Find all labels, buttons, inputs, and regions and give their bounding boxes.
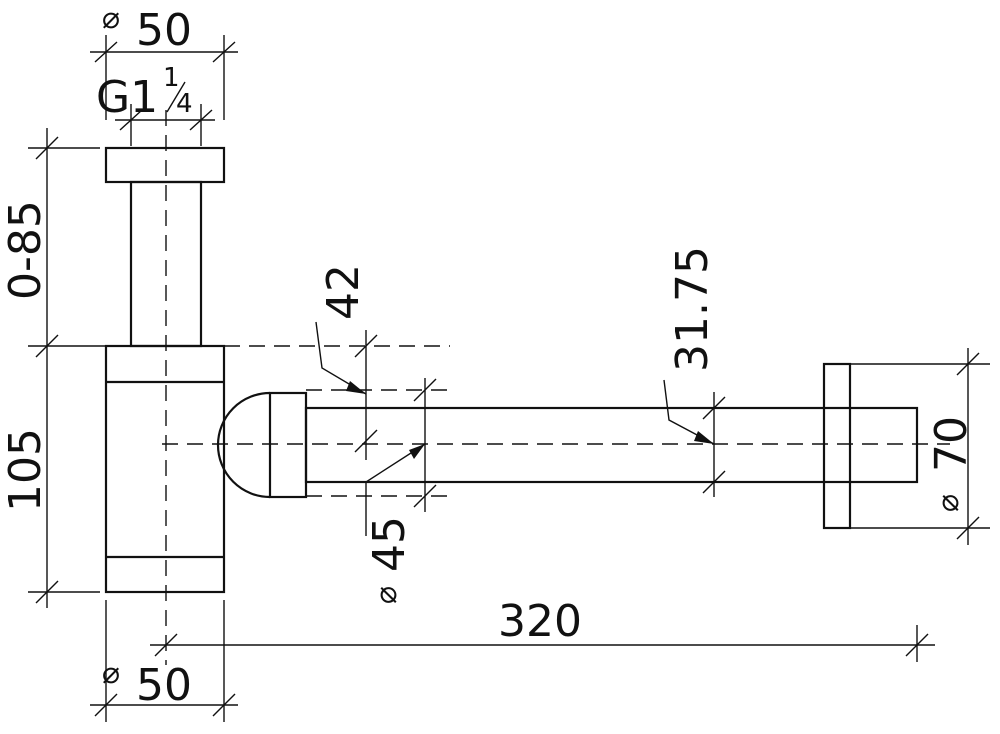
dim-top-diameter: ⌀ 50 bbox=[90, 1, 238, 120]
diameter-symbol: ⌀ bbox=[102, 1, 120, 36]
dim-thread: G1 1 4 bbox=[96, 63, 215, 146]
union-nut bbox=[268, 391, 308, 499]
outlet-dome bbox=[216, 391, 271, 499]
center-lines bbox=[162, 110, 950, 665]
top-diameter-label: 50 bbox=[136, 5, 192, 56]
diameter-symbol: ⌀ bbox=[931, 494, 966, 512]
siphon-outline bbox=[104, 146, 919, 594]
pipe-42-label: 42 bbox=[318, 264, 369, 320]
dim-bottom-diameter: ⌀ 50 bbox=[90, 600, 238, 722]
length-label: 320 bbox=[498, 596, 582, 647]
thread-label: G1 bbox=[96, 72, 158, 123]
dim-length: 320 bbox=[150, 596, 935, 662]
dim-pipe-45: 45 ⌀ bbox=[364, 378, 437, 604]
pipe-45-label: 45 bbox=[364, 516, 415, 572]
height-adjust-label: 0-85 bbox=[0, 200, 51, 300]
diameter-symbol: ⌀ bbox=[102, 656, 120, 691]
bottom-diameter-label: 50 bbox=[136, 660, 192, 711]
dim-flange-70: 70 ⌀ bbox=[850, 348, 990, 545]
outlet-pipe bbox=[304, 406, 919, 484]
wall-flange bbox=[822, 362, 852, 530]
thread-fraction-denominator: 4 bbox=[176, 89, 193, 119]
body-height-label: 105 bbox=[0, 428, 51, 512]
diameter-symbol: ⌀ bbox=[369, 586, 404, 604]
top-cap bbox=[104, 146, 226, 184]
pipe-3175-label: 31.75 bbox=[667, 246, 718, 372]
dim-pipe-42: 42 bbox=[315, 264, 378, 460]
flange-70-label: 70 bbox=[926, 416, 977, 472]
dim-pipe-3175: 31.75 bbox=[663, 246, 726, 497]
thread-fraction-numerator: 1 bbox=[163, 63, 180, 93]
dim-vertical: 0-85 105 bbox=[0, 128, 106, 608]
